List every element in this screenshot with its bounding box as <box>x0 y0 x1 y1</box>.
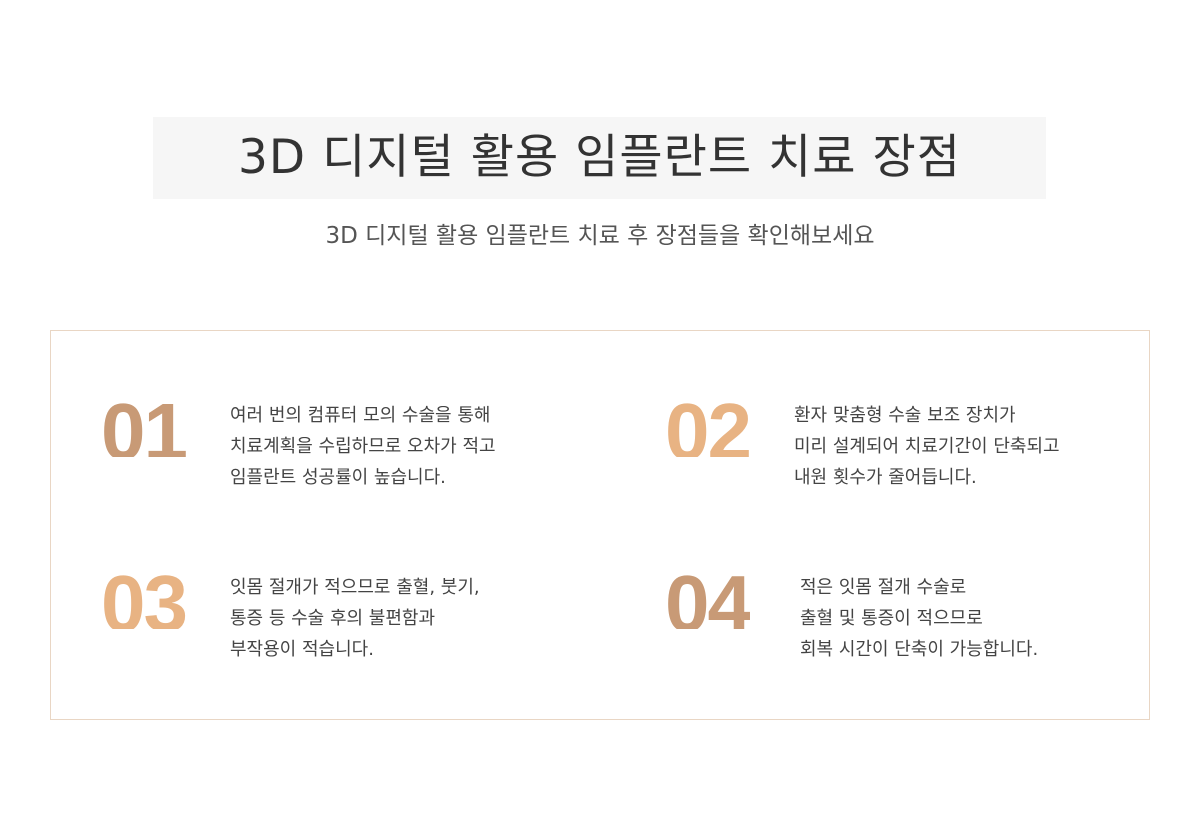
text-line: 부작용이 적습니다. <box>230 639 374 660</box>
text-line: 내원 횟수가 줄어듭니다. <box>794 467 977 488</box>
text-line: 통증 등 수술 후의 불편함과 <box>230 608 436 629</box>
text-line: 회복 시간이 단축이 가능합니다. <box>800 639 1039 660</box>
page-subtitle: 3D 디지털 활용 임플란트 치료 후 장점들을 확인해보세요 <box>325 223 875 249</box>
benefit-text-4: 적은 잇몸 절개 수술로 출혈 및 통증이 적으므로 회복 시간이 단축이 가능… <box>800 572 1038 665</box>
text-line: 잇몸 절개가 적으므로 출혈, 붓기, <box>230 577 480 598</box>
text-line: 적은 잇몸 절개 수술로 <box>800 577 967 598</box>
text-line: 치료계획을 수립하므로 오차가 적고 <box>230 436 496 457</box>
text-line: 여러 번의 컴퓨터 모의 수술을 통해 <box>230 405 491 426</box>
page-title: 3D 디지털 활용 임플란트 치료 장점 <box>153 117 1046 199</box>
benefit-number-2: 02 <box>665 401 750 457</box>
benefit-text-2: 환자 맞춤형 수술 보조 장치가 미리 설계되어 치료기간이 단축되고 내원 횟… <box>794 400 1060 493</box>
text-line: 미리 설계되어 치료기간이 단축되고 <box>794 436 1060 457</box>
benefit-number-4: 04 <box>665 573 750 629</box>
benefit-number-3: 03 <box>101 573 186 629</box>
text-line: 임플란트 성공률이 높습니다. <box>230 467 446 488</box>
text-line: 환자 맞춤형 수술 보조 장치가 <box>794 405 1016 426</box>
benefit-text-1: 여러 번의 컴퓨터 모의 수술을 통해 치료계획을 수립하므로 오차가 적고 임… <box>230 400 496 493</box>
benefit-text-3: 잇몸 절개가 적으므로 출혈, 붓기, 통증 등 수술 후의 불편함과 부작용이… <box>230 572 480 665</box>
text-line: 출혈 및 통증이 적으므로 <box>800 608 983 629</box>
benefit-number-1: 01 <box>101 401 186 457</box>
benefits-box <box>50 330 1150 720</box>
